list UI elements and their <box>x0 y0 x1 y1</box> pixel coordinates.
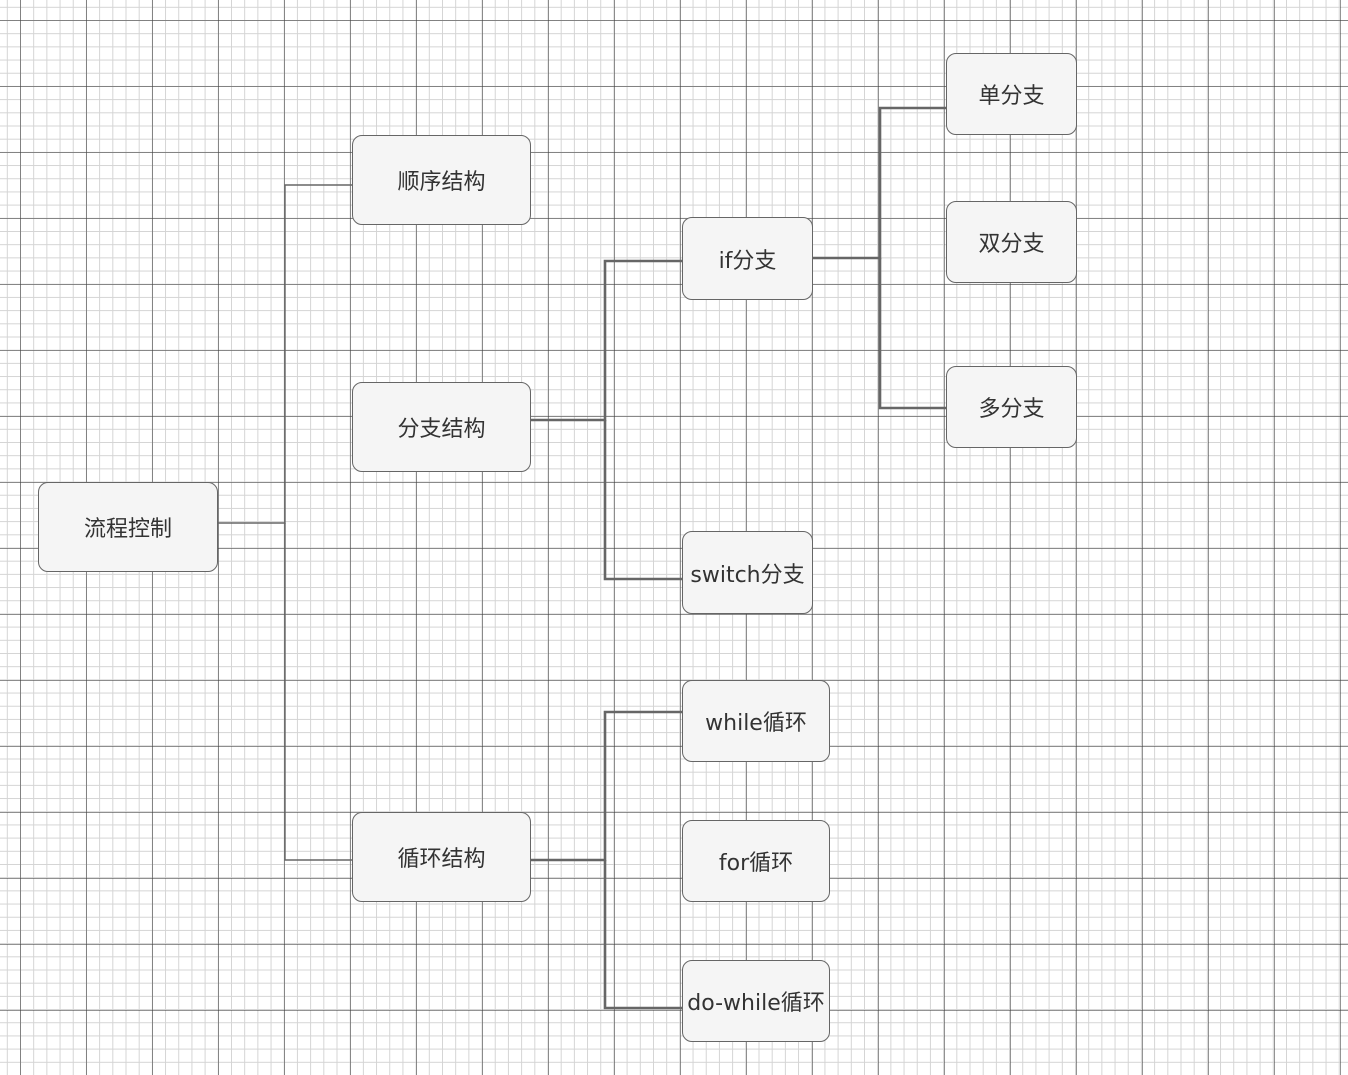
node-branch-structure-label: 分支结构 <box>397 417 486 442</box>
node-loop-structure[interactable]: 循环结构 <box>352 812 531 902</box>
edge-root-loop <box>284 523 352 861</box>
node-do-while-loop-label: do-while循环 <box>687 991 825 1016</box>
edge-root-sequence <box>218 184 352 524</box>
node-single-branch-label: 单分支 <box>978 84 1045 109</box>
node-switch-branch[interactable]: switch分支 <box>682 531 813 614</box>
node-double-branch[interactable]: 双分支 <box>946 201 1077 283</box>
node-branch-structure[interactable]: 分支结构 <box>352 382 531 472</box>
node-if-branch-label: if分支 <box>718 248 777 274</box>
node-multi-branch[interactable]: 多分支 <box>946 366 1077 448</box>
edge-branch-switch <box>603 420 682 581</box>
node-root-label: 流程控制 <box>83 517 172 542</box>
node-sequence-structure-label: 顺序结构 <box>397 170 486 195</box>
node-for-loop[interactable]: for循环 <box>682 820 830 902</box>
node-while-loop-label: while循环 <box>705 711 807 736</box>
node-sequence-structure[interactable]: 顺序结构 <box>352 135 531 225</box>
edge-loop-dowhile <box>603 860 682 1010</box>
edge-branch-if <box>531 259 682 422</box>
node-switch-branch-label: switch分支 <box>690 562 805 588</box>
node-double-branch-label: 双分支 <box>978 232 1045 257</box>
node-for-loop-label: for循环 <box>718 851 794 876</box>
edge-if-single <box>813 106 946 260</box>
edge-loop-while <box>531 710 682 862</box>
node-multi-branch-label: 多分支 <box>978 397 1045 422</box>
node-loop-structure-label: 循环结构 <box>397 847 486 872</box>
node-root[interactable]: 流程控制 <box>38 482 218 572</box>
node-do-while-loop[interactable]: do-while循环 <box>682 960 830 1042</box>
node-single-branch[interactable]: 单分支 <box>946 53 1077 135</box>
node-if-branch[interactable]: if分支 <box>682 217 813 300</box>
edge-if-multi <box>878 258 946 410</box>
node-while-loop[interactable]: while循环 <box>682 680 830 762</box>
